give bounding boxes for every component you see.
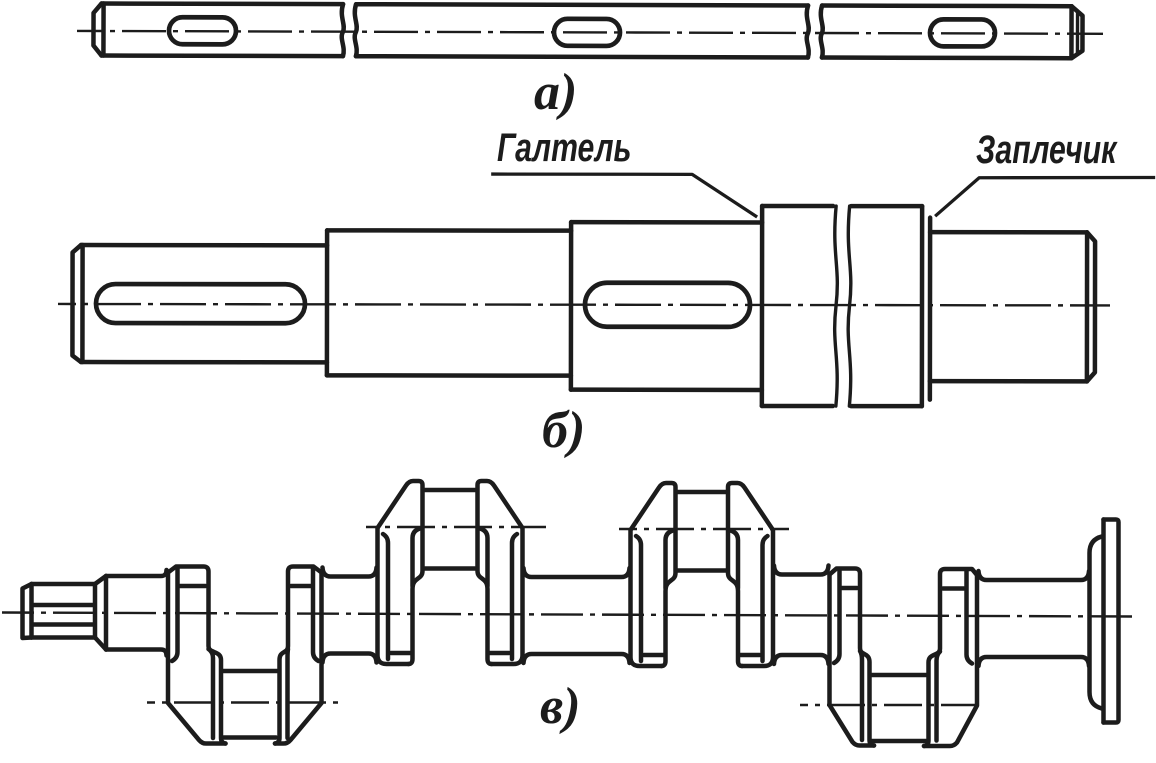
- svg-text:б): б): [542, 402, 585, 459]
- svg-text:Заплечик: Заплечик: [976, 127, 1118, 172]
- svg-text:в): в): [540, 678, 581, 735]
- svg-text:а): а): [534, 64, 577, 121]
- svg-text:Галтель: Галтель: [497, 125, 631, 170]
